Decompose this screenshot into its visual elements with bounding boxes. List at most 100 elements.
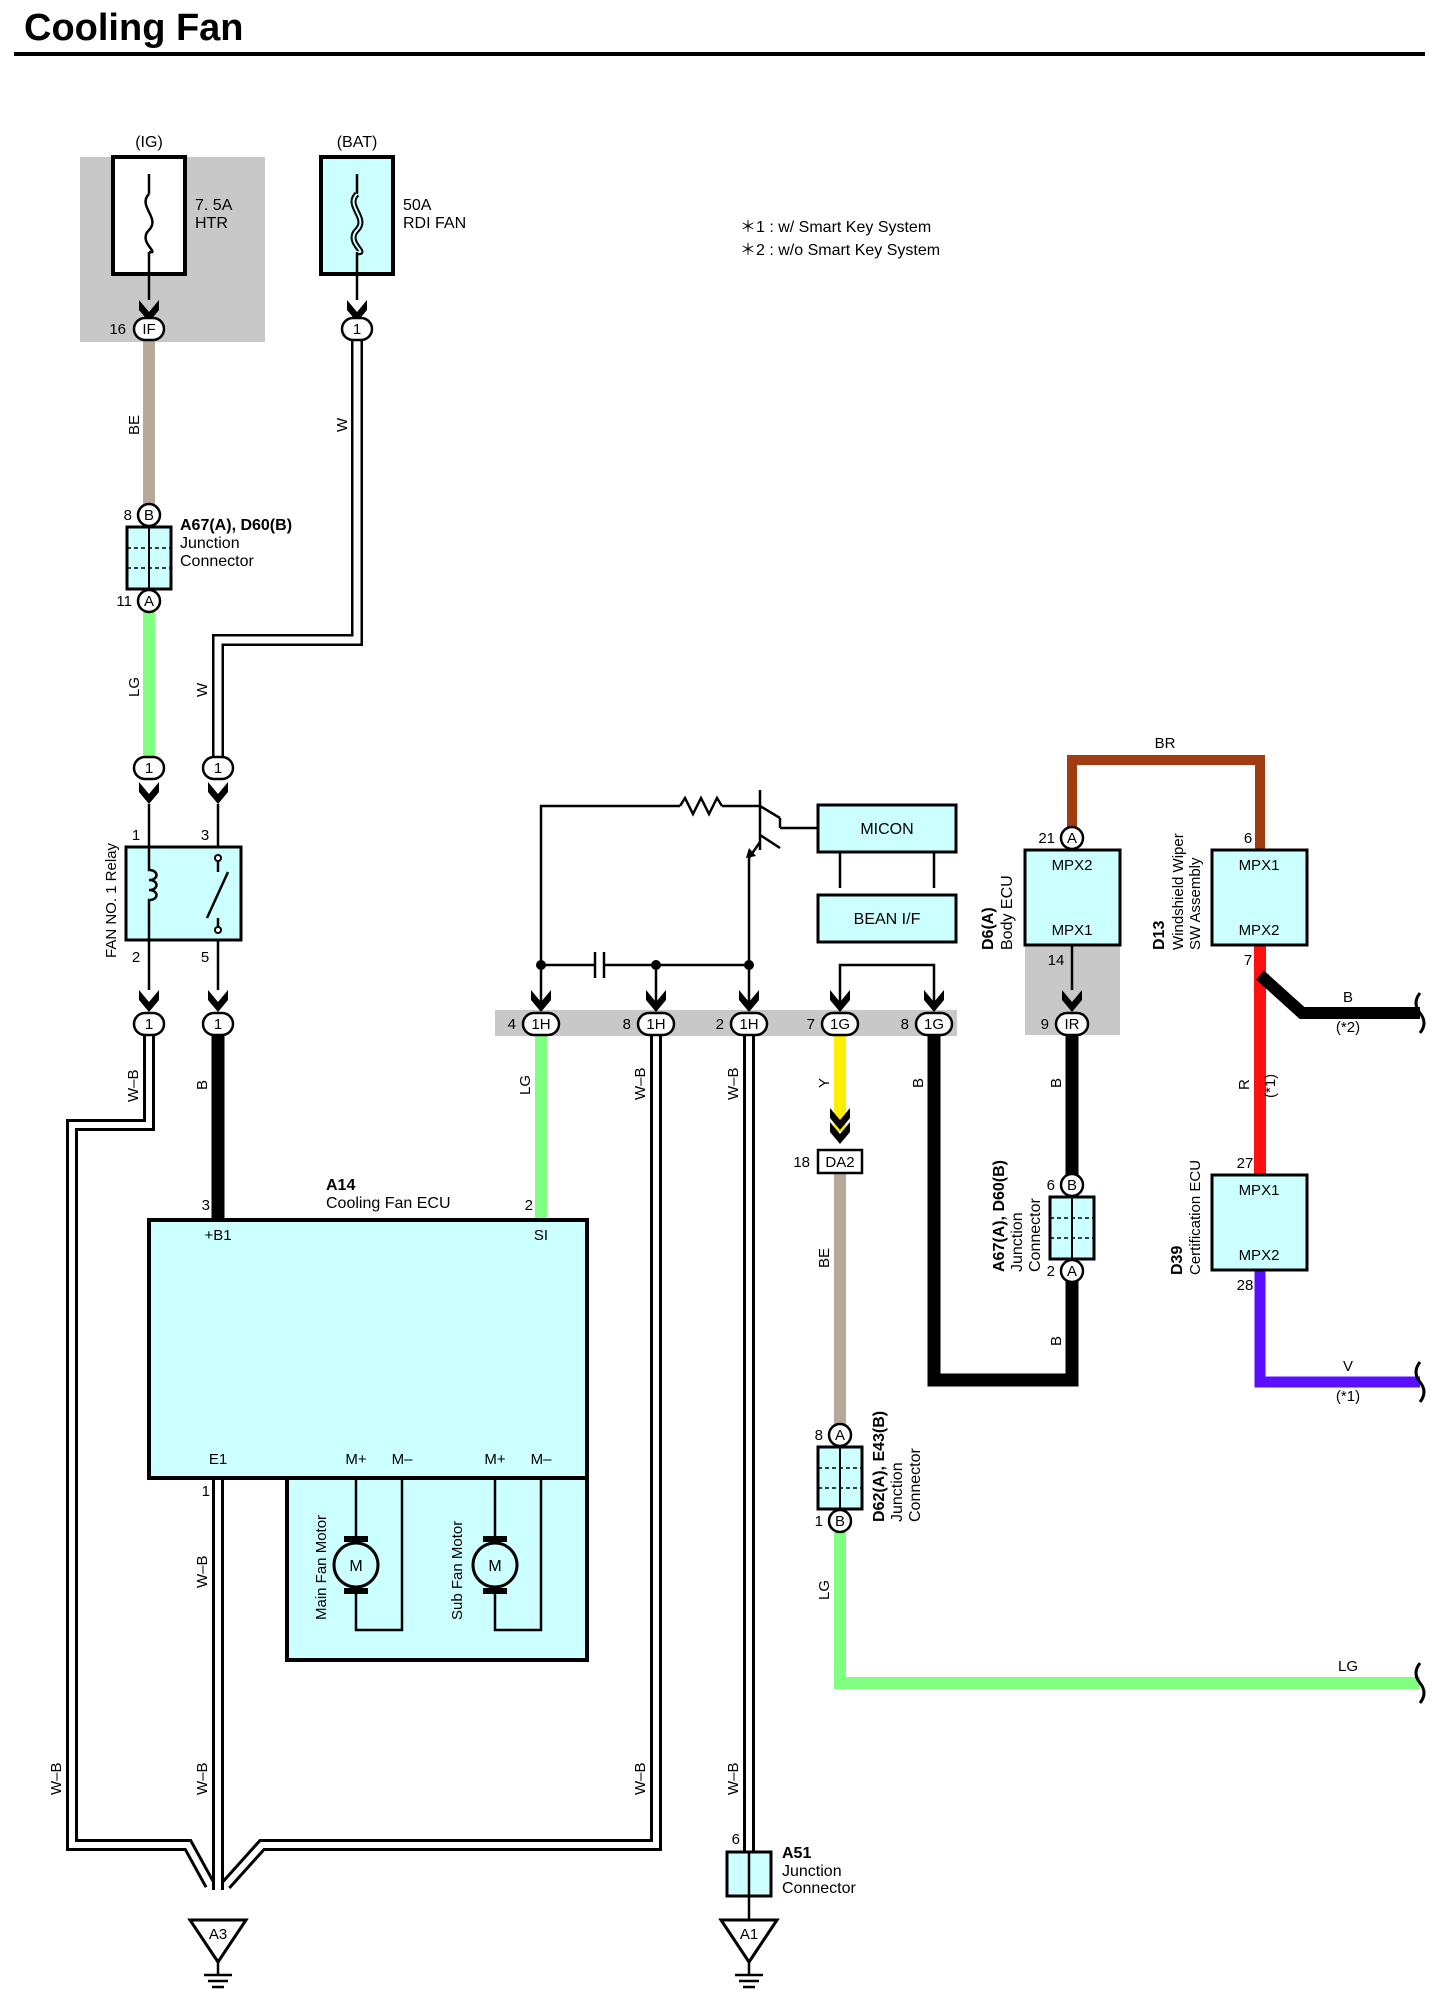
jc-top-line1: Junction bbox=[180, 535, 240, 552]
jb-pin-4: 7 bbox=[807, 1016, 815, 1033]
ir-pin: 9 bbox=[1041, 1016, 1049, 1033]
label-lg-relay: LG bbox=[126, 677, 143, 697]
label-lg-si: LG bbox=[517, 1075, 534, 1095]
relay-pin-1: 1 bbox=[132, 827, 140, 844]
bean-if-box: BEAN I/F bbox=[816, 893, 958, 944]
label-b-1: B bbox=[194, 1080, 211, 1090]
page-title: Cooling Fan bbox=[24, 7, 244, 49]
relay-conn-bot-2: 1 bbox=[214, 1016, 222, 1033]
jb-conn-2: 1H bbox=[646, 1016, 665, 1033]
jc-top-code: A67(A), D60(B) bbox=[180, 517, 292, 534]
wiper-port-top: MPX1 bbox=[1239, 857, 1280, 874]
ground-a3-label: A3 bbox=[209, 1926, 227, 1943]
wiper-pin-bot: 7 bbox=[1244, 952, 1252, 969]
label-y: Y bbox=[816, 1078, 833, 1088]
note-1: ＊1 : w/ Smart Key System bbox=[740, 219, 931, 236]
junction-dots bbox=[536, 960, 754, 970]
relay-conn-top-2: 1 bbox=[214, 760, 222, 777]
body-ecu-code: D6(A) bbox=[980, 907, 997, 950]
fan-ecu-name: Cooling Fan ECU bbox=[326, 1195, 451, 1212]
label-wb-6: W–B bbox=[194, 1762, 211, 1795]
jc-low-line1: Junction bbox=[889, 1462, 906, 1522]
wire-w-bat-fill bbox=[214, 340, 361, 757]
jc-mid-conn-bot: A bbox=[1067, 1263, 1077, 1280]
wire-wb-1h8-fill bbox=[223, 1035, 659, 1888]
label-b-exit-note: (*2) bbox=[1336, 1019, 1360, 1036]
jc-low-conn-top: A bbox=[835, 1427, 845, 1444]
jc-mid-line2: Connector bbox=[1027, 1198, 1044, 1272]
cert-ecu-code: D39 bbox=[1169, 1246, 1186, 1275]
fan-ecu-label-e1: E1 bbox=[209, 1451, 227, 1468]
fuse-bat-rating: 50A bbox=[403, 197, 432, 214]
label-b-2: B bbox=[910, 1078, 927, 1088]
note-2: ＊2 : w/o Smart Key System bbox=[740, 242, 940, 259]
relay-pin-3: 3 bbox=[201, 827, 209, 844]
junction-connector-mid: B 6 A 2 A67(A), D60(B) Junction Connecto… bbox=[991, 1160, 1096, 1284]
fan-ecu-pin-si: 2 bbox=[525, 1197, 533, 1214]
body-ecu-port-bot: MPX1 bbox=[1052, 922, 1093, 939]
body-ecu: A 21 MPX2 MPX1 14 D6(A) Body ECU bbox=[980, 825, 1122, 990]
relay-conn-top-1: 1 bbox=[145, 760, 153, 777]
ground-a1-label: A1 bbox=[740, 1926, 758, 1943]
fan-ecu-code: A14 bbox=[326, 1177, 355, 1194]
jc-low-line2: Connector bbox=[907, 1448, 924, 1522]
cert-ecu-pin-bot: 28 bbox=[1237, 1277, 1254, 1294]
fan-no1-relay: 1 3 2 5 FAN NO. 1 Relay bbox=[103, 804, 243, 990]
fuse-bat-name: RDI FAN bbox=[403, 215, 466, 232]
da2-conn: DA2 bbox=[825, 1154, 854, 1171]
main-fan-motor-symbol: M bbox=[349, 1558, 362, 1575]
fuse-bat-source: (BAT) bbox=[337, 134, 378, 151]
fan-ecu-m2p: M+ bbox=[484, 1451, 505, 1468]
label-v-exit-note: (*1) bbox=[1336, 1388, 1360, 1405]
jb-conn-4: 1G bbox=[830, 1016, 850, 1033]
label-wb-1: W–B bbox=[125, 1069, 142, 1102]
label-be-low: BE bbox=[816, 1248, 833, 1268]
wires bbox=[66, 340, 1420, 1890]
wiper-line1: Windshield Wiper bbox=[1170, 833, 1187, 950]
wire-b-branch bbox=[1255, 970, 1420, 1019]
junction-connector-top: B 8 A 11 A67(A), D60(B) Junction Connect… bbox=[116, 502, 292, 614]
jc-mid-conn-top: B bbox=[1067, 1177, 1077, 1194]
da2-pin: 18 bbox=[793, 1154, 810, 1171]
jc-mid-pin-top: 6 bbox=[1047, 1177, 1055, 1194]
a51-line2: Connector bbox=[782, 1880, 856, 1897]
label-wb-3: W–B bbox=[725, 1067, 742, 1100]
wire-wb-relay-ground-fill bbox=[69, 1035, 213, 1887]
label-be-top: BE bbox=[126, 415, 143, 435]
jb-pin-1: 4 bbox=[508, 1016, 516, 1033]
cert-ecu-port-top: MPX1 bbox=[1239, 1182, 1280, 1199]
pin-if-label: IF bbox=[142, 321, 155, 338]
fan-ecu-pin-b1: 3 bbox=[202, 1197, 210, 1214]
label-wb-7: W–B bbox=[632, 1762, 649, 1795]
sub-fan-motor-label: Sub Fan Motor bbox=[449, 1521, 466, 1620]
pin-ovals: IF 16 1 1 1 1 1 1H 4 1H 8 1H 2 1G 7 1G 8… bbox=[109, 316, 1090, 1037]
relay-pin-5: 5 bbox=[201, 949, 209, 966]
wiper-sw-assembly: MPX1 MPX2 6 7 D13 Windshield Wiper SW As… bbox=[1151, 830, 1309, 969]
micon-label: MICON bbox=[860, 821, 913, 838]
body-ecu-conn-top: A bbox=[1067, 830, 1077, 847]
ground-a1: A1 bbox=[718, 1918, 780, 1989]
sub-fan-motor-symbol: M bbox=[488, 1558, 501, 1575]
relay-conn-bot-1: 1 bbox=[145, 1016, 153, 1033]
wiper-code: D13 bbox=[1151, 921, 1168, 950]
fuse-ig-name: HTR bbox=[195, 215, 228, 232]
jb-pin-2: 8 bbox=[623, 1016, 631, 1033]
label-wb-5: W–B bbox=[48, 1762, 65, 1795]
jc-mid-code: A67(A), D60(B) bbox=[991, 1160, 1008, 1272]
label-wb-4: W–B bbox=[194, 1555, 211, 1588]
jc-low-code: D62(A), E43(B) bbox=[871, 1411, 888, 1522]
label-r-note: (*1) bbox=[1262, 1074, 1279, 1098]
title-rule bbox=[14, 52, 1425, 56]
internal-circuit bbox=[539, 790, 936, 1002]
fan-ecu-m1m: M– bbox=[392, 1451, 413, 1468]
wire-lg-exit bbox=[834, 1532, 1420, 1689]
wiper-line2: SW Assembly bbox=[1187, 857, 1204, 950]
cert-ecu-port-bot: MPX2 bbox=[1239, 1247, 1280, 1264]
a51-line1: Junction bbox=[782, 1863, 842, 1880]
body-ecu-pin-bot: 14 bbox=[1048, 952, 1065, 969]
micon-box: MICON bbox=[816, 803, 958, 854]
label-wb-8: W–B bbox=[725, 1762, 742, 1795]
transistor-arrow bbox=[746, 848, 756, 858]
pin-16-label: 16 bbox=[109, 321, 126, 338]
